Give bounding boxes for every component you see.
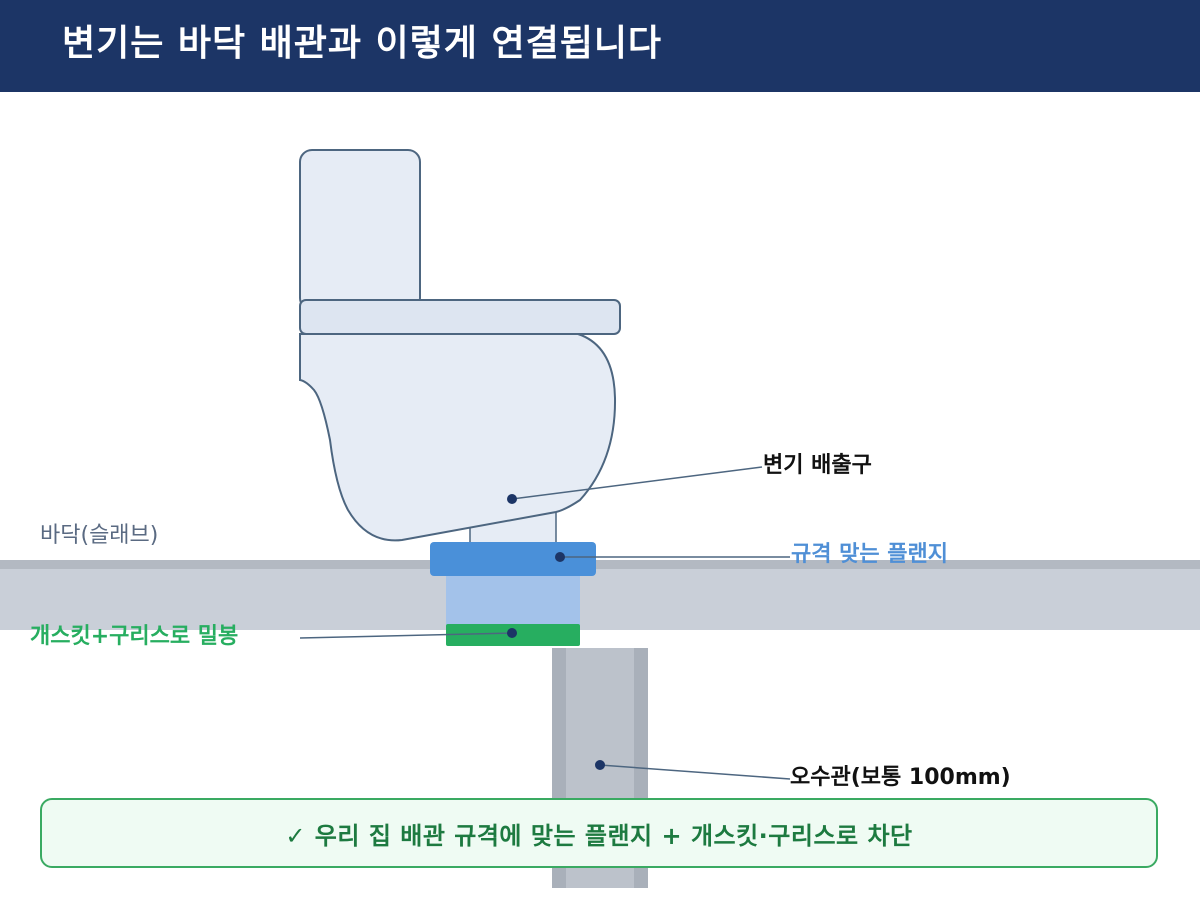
dot-flange — [555, 552, 565, 562]
header-bar: 변기는 바닥 배관과 이렇게 연결됩니다 — [0, 0, 1200, 92]
leader-line-pipe — [599, 764, 791, 780]
flange-sleeve — [446, 574, 580, 626]
leader-line-gasket — [299, 632, 513, 639]
summary-callout-text: ✓ 우리 집 배관 규격에 맞는 플랜지 + 개스킷·구리스로 차단 — [285, 821, 913, 850]
label-flange: 규격 맞는 플랜지 — [791, 542, 948, 567]
toilet-bowl — [299, 333, 617, 542]
page-title: 변기는 바닥 배관과 이렇게 연결됩니다 — [62, 23, 663, 64]
toilet-tank — [299, 149, 421, 311]
leader-dots — [507, 494, 605, 770]
label-gasket-seal: 개스킷+구리스로 밀봉 — [30, 624, 239, 649]
summary-callout: ✓ 우리 집 배관 규격에 맞는 플랜지 + 개스킷·구리스로 차단 — [40, 798, 1158, 868]
toilet — [299, 149, 621, 542]
dot-gasket — [507, 628, 517, 638]
leader-line-outlet — [511, 466, 763, 500]
dot-outlet — [507, 494, 517, 504]
toilet-seat — [299, 299, 621, 335]
label-floor-slab: 바닥(슬래브) — [40, 523, 159, 548]
floor-slab — [0, 560, 1200, 630]
label-drain-pipe: 오수관(보통 100mm) — [790, 765, 1011, 790]
flange — [430, 542, 596, 576]
dot-pipe — [595, 760, 605, 770]
leader-lines — [299, 466, 791, 780]
label-toilet-outlet: 변기 배출구 — [763, 453, 872, 478]
